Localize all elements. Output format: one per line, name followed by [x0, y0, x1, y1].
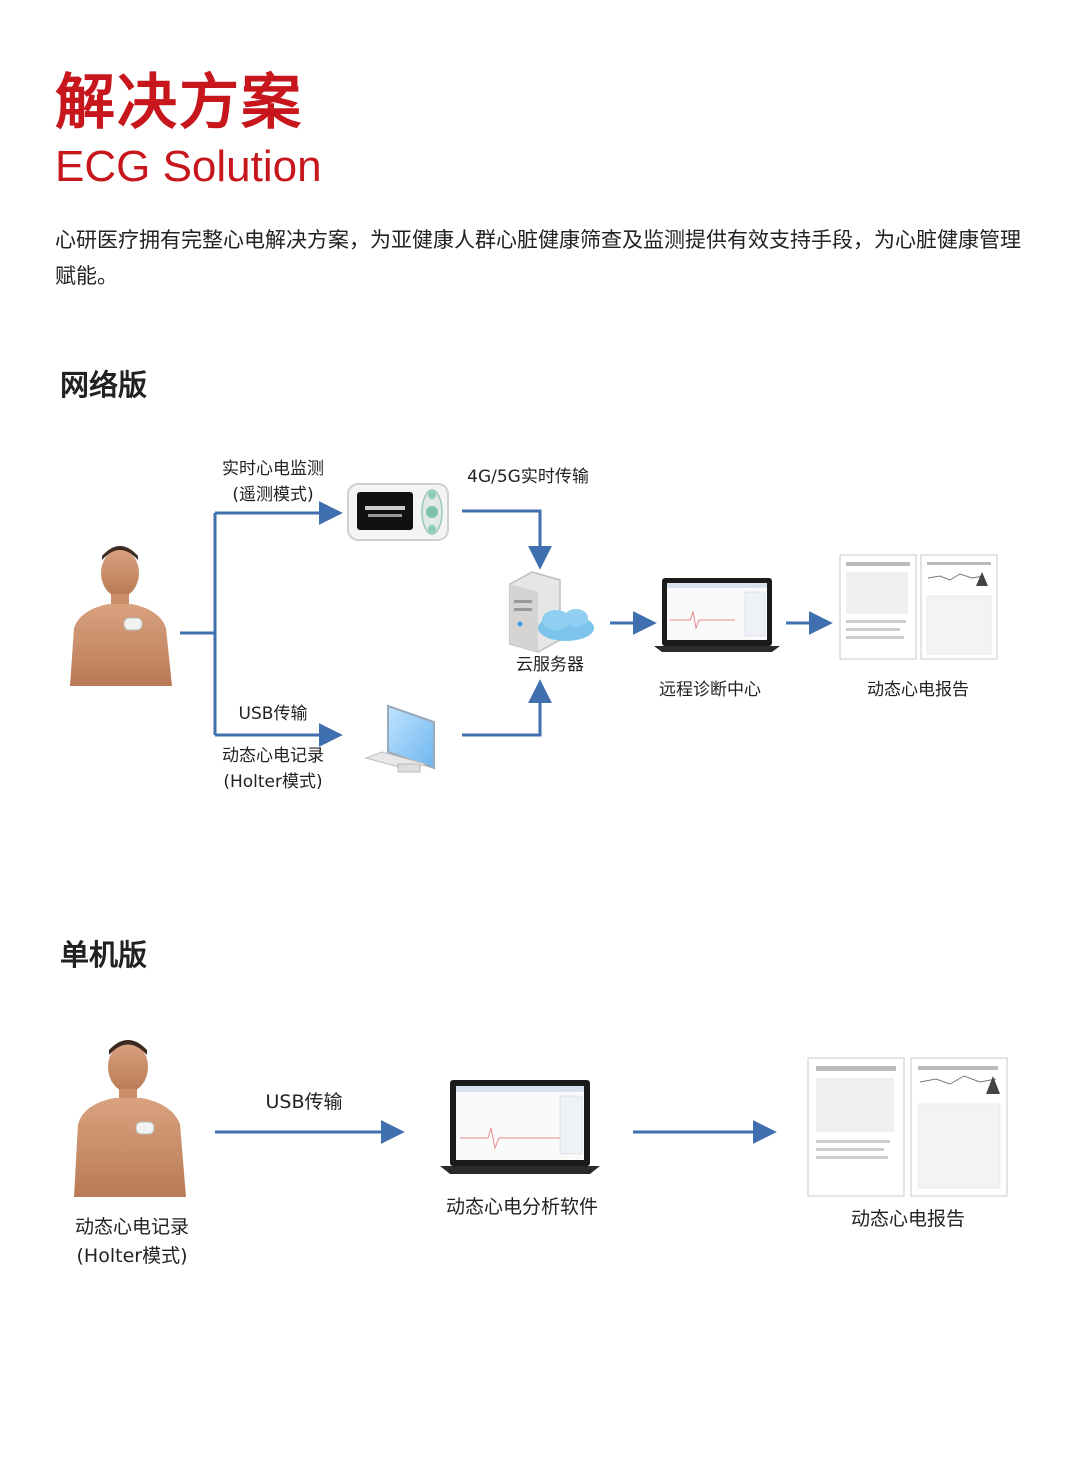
- label-realtime-monitoring: 实时心电监测: [222, 459, 324, 479]
- label-holter-recording-2: 动态心电记录: [74, 1216, 189, 1238]
- page-subtitle: ECG Solution: [55, 142, 322, 191]
- laptop-icon: [654, 578, 780, 652]
- label-cloud-server: 云服务器: [516, 655, 584, 675]
- label-telemetry-mode: (遥测模式): [232, 485, 314, 505]
- page-title: 解决方案: [55, 68, 303, 138]
- laptop-icon-2: [440, 1080, 600, 1174]
- label-ecg-report: 动态心电报告: [867, 680, 969, 700]
- label-usb-transfer-2: USB传输: [265, 1091, 343, 1113]
- label-usb-transfer: USB传输: [238, 704, 308, 724]
- label-holter-recording: 动态心电记录: [222, 746, 324, 766]
- label-ecg-report-2: 动态心电报告: [850, 1208, 965, 1230]
- label-remote-center: 远程诊断中心: [659, 680, 761, 700]
- section-heading-network: 网络版: [60, 368, 148, 402]
- section-heading-standalone: 单机版: [60, 938, 148, 972]
- intro-paragraph: 心研医疗拥有完整心电解决方案，为亚健康人群心脏健康筛查及监测提供有效支持手段，为…: [55, 228, 1021, 288]
- report-document-icon-2: [807, 1057, 1008, 1197]
- desktop-computer-icon: [364, 704, 435, 773]
- person-with-ecg-patch-icon-2: [74, 1040, 186, 1197]
- label-holter-mode-2: (Holter模式): [76, 1245, 188, 1267]
- label-analysis-software: 动态心电分析软件: [445, 1196, 598, 1218]
- report-document-icon: [839, 554, 998, 660]
- cloud-server-icon: [509, 571, 594, 653]
- person-with-ecg-patch-icon: [70, 546, 172, 686]
- label-holter-mode: (Holter模式): [223, 772, 323, 792]
- label-4g5g-transfer: 4G/5G实时传输: [467, 467, 589, 487]
- ecg-monitor-device-icon: [347, 483, 449, 541]
